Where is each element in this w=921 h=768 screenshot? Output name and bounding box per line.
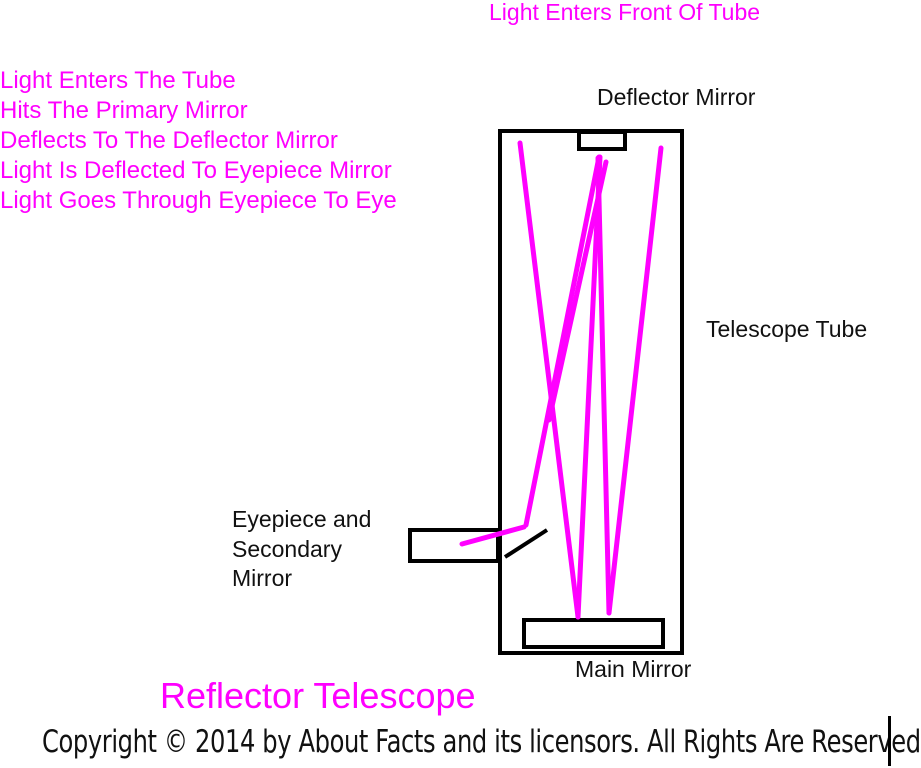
- copyright-notice: Copyright © 2014 by About Facts and its …: [42, 724, 921, 760]
- main-mirror-label: Main Mirror: [575, 656, 692, 682]
- light-ray-1: [517, 140, 581, 620]
- eyepiece-label-line-2: Secondary: [232, 536, 342, 562]
- light-ray-6: [546, 159, 609, 423]
- light-ray-3: [575, 154, 603, 620]
- step-item: Light Goes Through Eyepiece To Eye: [0, 187, 397, 214]
- deflector-mirror-label: Deflector Mirror: [597, 84, 756, 110]
- diagram-title: Reflector Telescope: [160, 675, 476, 716]
- telescope-tube-label: Telescope Tube: [706, 316, 868, 342]
- step-item: Deflects To The Deflector Mirror: [0, 127, 338, 154]
- light-ray-2: [606, 145, 664, 616]
- front-label: Light Enters Front Of Tube: [489, 0, 761, 25]
- deflector-mirror: [577, 130, 627, 151]
- eyepiece-label-line-1: Eyepiece and: [232, 506, 372, 532]
- light-ray-4: [595, 155, 612, 616]
- main-mirror: [522, 618, 665, 649]
- step-item: Light Enters The Tube: [0, 67, 236, 94]
- eyepiece: [408, 528, 500, 563]
- light-rays: [459, 140, 664, 620]
- light-ray-5: [523, 154, 602, 528]
- secondary-mirror: [503, 528, 549, 559]
- step-item: Light Is Deflected To Eyepiece Mirror: [0, 157, 392, 184]
- steps-list: Light Enters The Tube Hits The Primary M…: [0, 66, 397, 216]
- eyepiece-label-line-3: Mirror: [232, 565, 293, 591]
- step-item: Hits The Primary Mirror: [0, 97, 248, 124]
- light-ray-7: [459, 524, 527, 547]
- edge-divider: [888, 716, 891, 766]
- telescope-diagram: [408, 129, 684, 655]
